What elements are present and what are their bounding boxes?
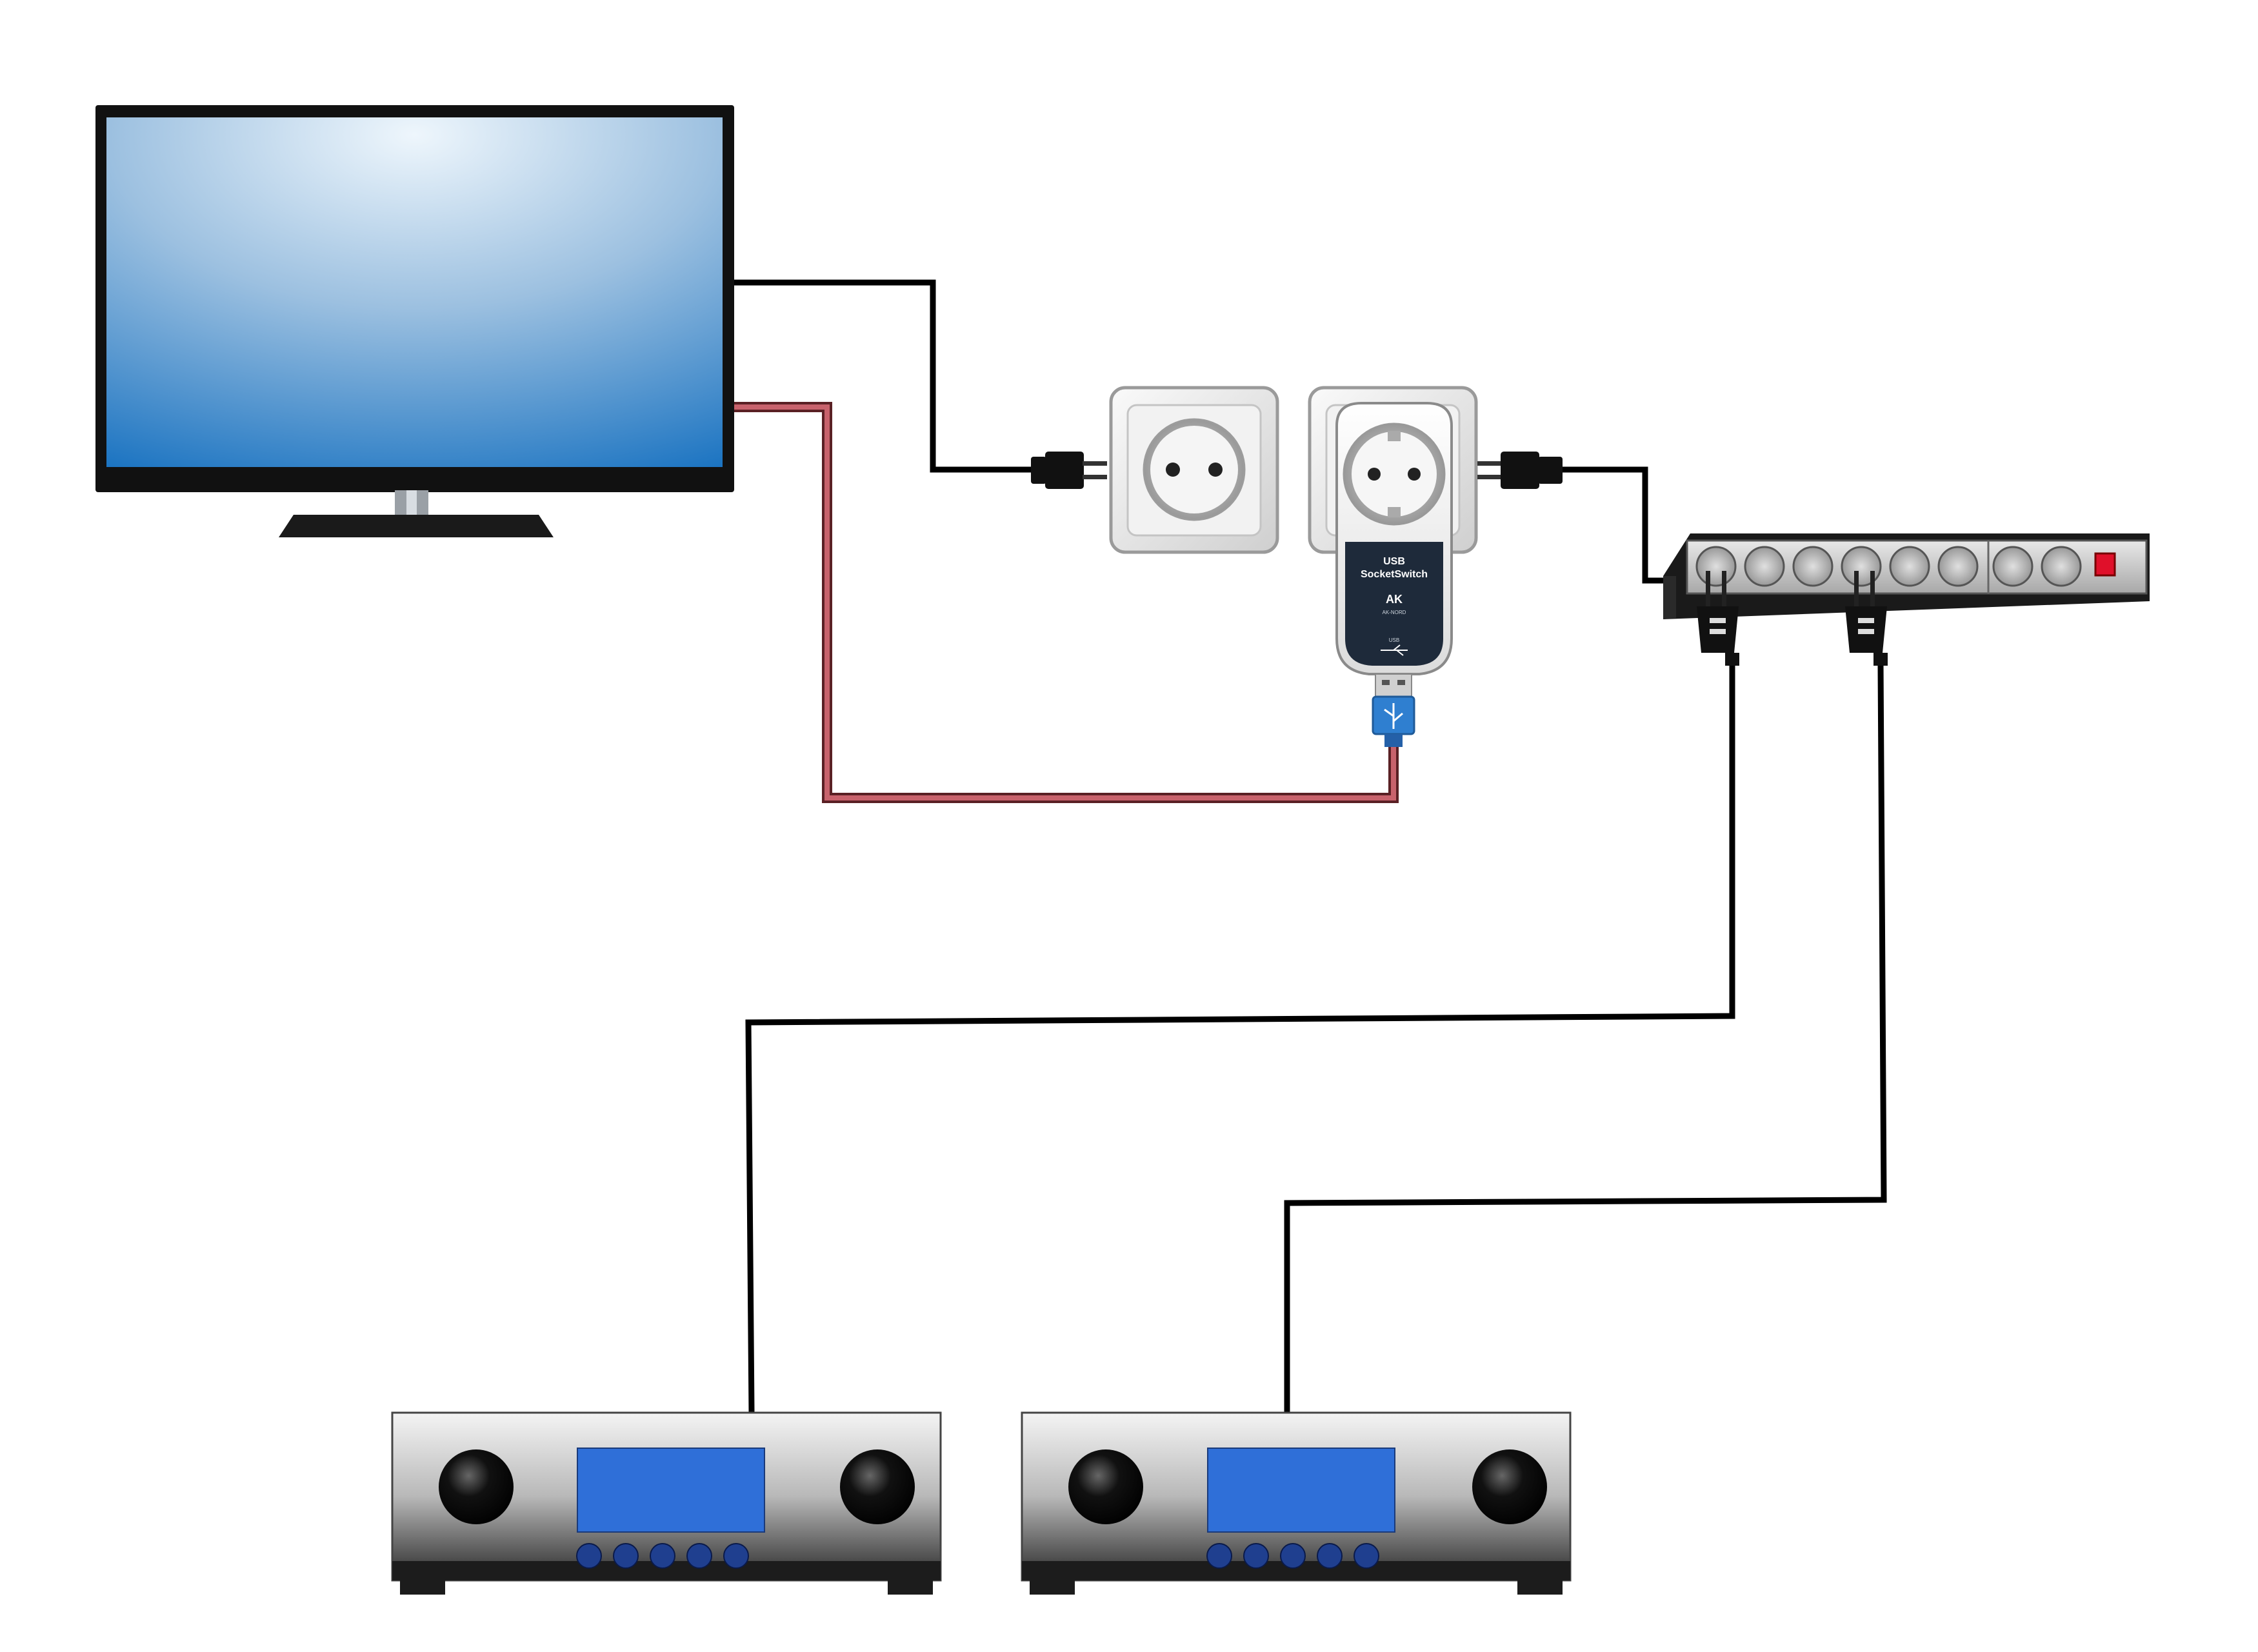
av-receiver-icon — [1021, 1411, 1572, 1595]
power-strip-plug — [1477, 452, 1563, 489]
power-strip-cable — [1561, 466, 1663, 584]
socket-switch-label-line1: USB — [1383, 556, 1405, 567]
tv-icon — [95, 105, 734, 537]
wall-socket-icon — [1109, 386, 1279, 554]
usb-symbol-icon — [1381, 644, 1408, 656]
receiver1-power-cable — [745, 664, 1735, 1413]
receiver2-power-cable — [1284, 664, 1887, 1413]
receiver-display — [1207, 1448, 1395, 1533]
power-strip-icon — [1663, 533, 2150, 666]
strip-plug-2 — [1845, 571, 1888, 666]
socket-switch-model: AK-NORD — [1383, 610, 1406, 615]
tv-power-cable — [729, 279, 1032, 473]
cables — [729, 279, 1887, 1413]
socket-switch-port-label: USB — [1389, 637, 1399, 643]
receiver-display — [577, 1448, 765, 1533]
socket-switch-brand: AK — [1386, 593, 1403, 606]
usb-cable-core — [731, 404, 1396, 801]
power-strip-switch[interactable] — [2094, 552, 2116, 577]
usb-socket-switch-icon: USB SocketSwitch AK AK-NORD USB — [1335, 402, 1453, 675]
socket-switch-label-line2: SocketSwitch — [1361, 569, 1428, 580]
strip-plug-1 — [1697, 571, 1739, 666]
usb-plug-icon — [1372, 673, 1415, 747]
av-receiver-icon — [391, 1411, 942, 1595]
tv-power-plug — [1031, 452, 1107, 489]
